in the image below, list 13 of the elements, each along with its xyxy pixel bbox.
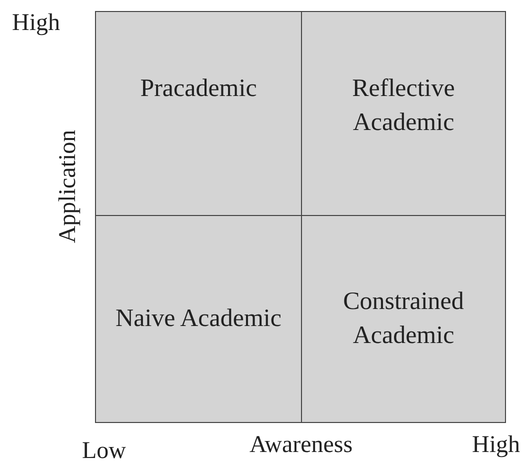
quadrant-label: Constrained Academic <box>342 287 465 351</box>
axis-title: Application <box>54 129 82 243</box>
axis-end-label: Low <box>82 438 126 465</box>
quadrant-panel <box>95 11 302 216</box>
axis-end-label: High <box>472 432 520 459</box>
quadrant-label: Pracademic <box>140 74 257 104</box>
quadrant-label: Reflective Academic <box>351 74 456 138</box>
quadrant-panel <box>95 215 302 423</box>
axis-title: Awareness <box>250 432 353 459</box>
quadrant-panel <box>301 11 506 216</box>
quadrant-panel <box>301 215 506 423</box>
quadrant-label: Naive Academic <box>116 304 282 334</box>
axis-end-label: High <box>12 10 60 37</box>
